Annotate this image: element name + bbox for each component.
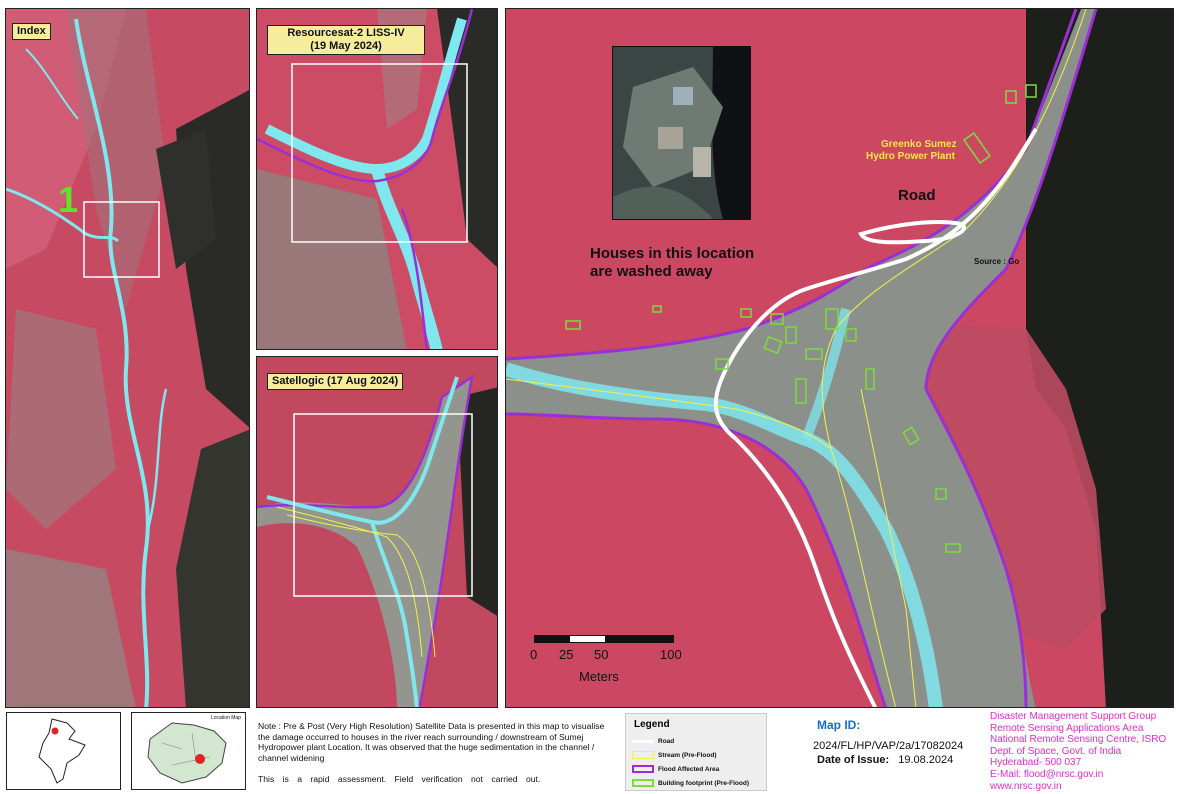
pre-flood-label-line2: (19 May 2024)	[310, 40, 382, 52]
legend-label-road: Road	[658, 738, 675, 745]
pre-flood-imagery	[257, 9, 497, 349]
agency-line1: Disaster Management Support Group	[990, 711, 1157, 722]
agency-line5: Hyderabad- 500 037	[990, 757, 1082, 769]
main-map-panel[interactable]: Houses in this location are washed away …	[505, 8, 1174, 708]
map-id-label: Map ID:	[817, 718, 861, 732]
state-locator-map: Location Map	[131, 712, 246, 790]
pre-flood-label-line1: Resourcesat-2 LISS-IV	[287, 27, 405, 39]
location-map-label: Location Map	[210, 715, 241, 721]
agency-block: Disaster Management Support Group Remote…	[990, 711, 1166, 792]
hydro-plant-label-line2: Hydro Power Plant	[866, 151, 955, 162]
legend: Legend Road Stream (Pre-Flood) Flood Aff…	[625, 713, 767, 791]
legend-item-stream: Stream (Pre-Flood)	[632, 751, 717, 759]
post-flood-panel[interactable]: Satellogic (17 Aug 2024)	[256, 356, 498, 708]
legend-swatch-road	[632, 740, 654, 743]
main-map-imagery	[506, 9, 1173, 707]
index-map-imagery	[6, 9, 249, 707]
scale-tick-100: 100	[660, 647, 682, 662]
india-outline	[38, 718, 86, 784]
post-flood-label: Satellogic (17 Aug 2024)	[267, 373, 404, 390]
drone-photo-imagery	[613, 47, 750, 219]
houses-annotation-line2: are washed away	[590, 263, 713, 280]
legend-title: Legend	[634, 719, 670, 730]
legend-label-stream: Stream (Pre-Flood)	[658, 751, 717, 759]
date-of-issue-label: Date of Issue:	[817, 754, 890, 766]
scale-bar	[534, 635, 674, 643]
legend-item-flood-area: Flood Affected Area	[632, 765, 719, 773]
source-label: Source : Go	[974, 257, 1020, 266]
date-of-issue: Date of Issue: 19.08.2024	[817, 754, 953, 766]
date-of-issue-value: 19.08.2024	[898, 754, 954, 766]
area-number-marker: 1	[58, 179, 79, 220]
index-map-panel[interactable]: Index 1	[5, 8, 250, 708]
note-text-block: Note : Pre & Post (Very High Resolution)…	[258, 721, 618, 785]
legend-label-building: Building footprint (Pre-Flood)	[658, 779, 749, 787]
legend-swatch-flood-area	[632, 765, 654, 773]
map-id-value: 2024/FL/HP/VAP/2a/17082024	[813, 740, 964, 752]
road-label: Road	[898, 187, 936, 204]
pre-flood-panel[interactable]: Resourcesat-2 LISS-IV (19 May 2024)	[256, 8, 498, 350]
india-locator-map	[6, 712, 121, 790]
note-text: Note : Pre & Post (Very High Resolution)…	[258, 721, 605, 763]
legend-item-road: Road	[632, 738, 674, 745]
agency-line3: National Remote Sensing Centre, ISRO	[990, 734, 1167, 746]
legend-swatch-building	[632, 779, 654, 787]
agency-line2: Remote Sensing Applications Area	[990, 722, 1144, 734]
agency-line4: Dept. of Space, Govt. of India	[990, 745, 1122, 757]
index-label: Index	[12, 23, 51, 40]
legend-label-flood-area: Flood Affected Area	[658, 765, 720, 773]
agency-line7: www.nrsc.gov.in	[990, 780, 1062, 792]
drone-photo-inset	[612, 46, 751, 220]
scale-tick-0: 0	[530, 647, 538, 662]
agency-line6: E-Mail: flood@nrsc.gov.in	[990, 768, 1104, 780]
scale-tick-25: 25	[559, 647, 574, 662]
scale-tick-50: 50	[594, 647, 609, 662]
pre-flood-label: Resourcesat-2 LISS-IV (19 May 2024)	[267, 25, 425, 55]
disclaimer-text: This is a rapid assessment. Field verifi…	[258, 774, 541, 785]
post-flood-imagery	[257, 357, 497, 707]
state-outline	[147, 722, 227, 784]
scale-unit: Meters	[579, 669, 619, 684]
legend-item-building: Building footprint (Pre-Flood)	[632, 779, 749, 787]
houses-annotation-line1: Houses in this location	[590, 245, 755, 262]
legend-swatch-stream	[632, 751, 654, 759]
hydro-plant-label-line1: Greenko Sumez	[881, 139, 957, 150]
